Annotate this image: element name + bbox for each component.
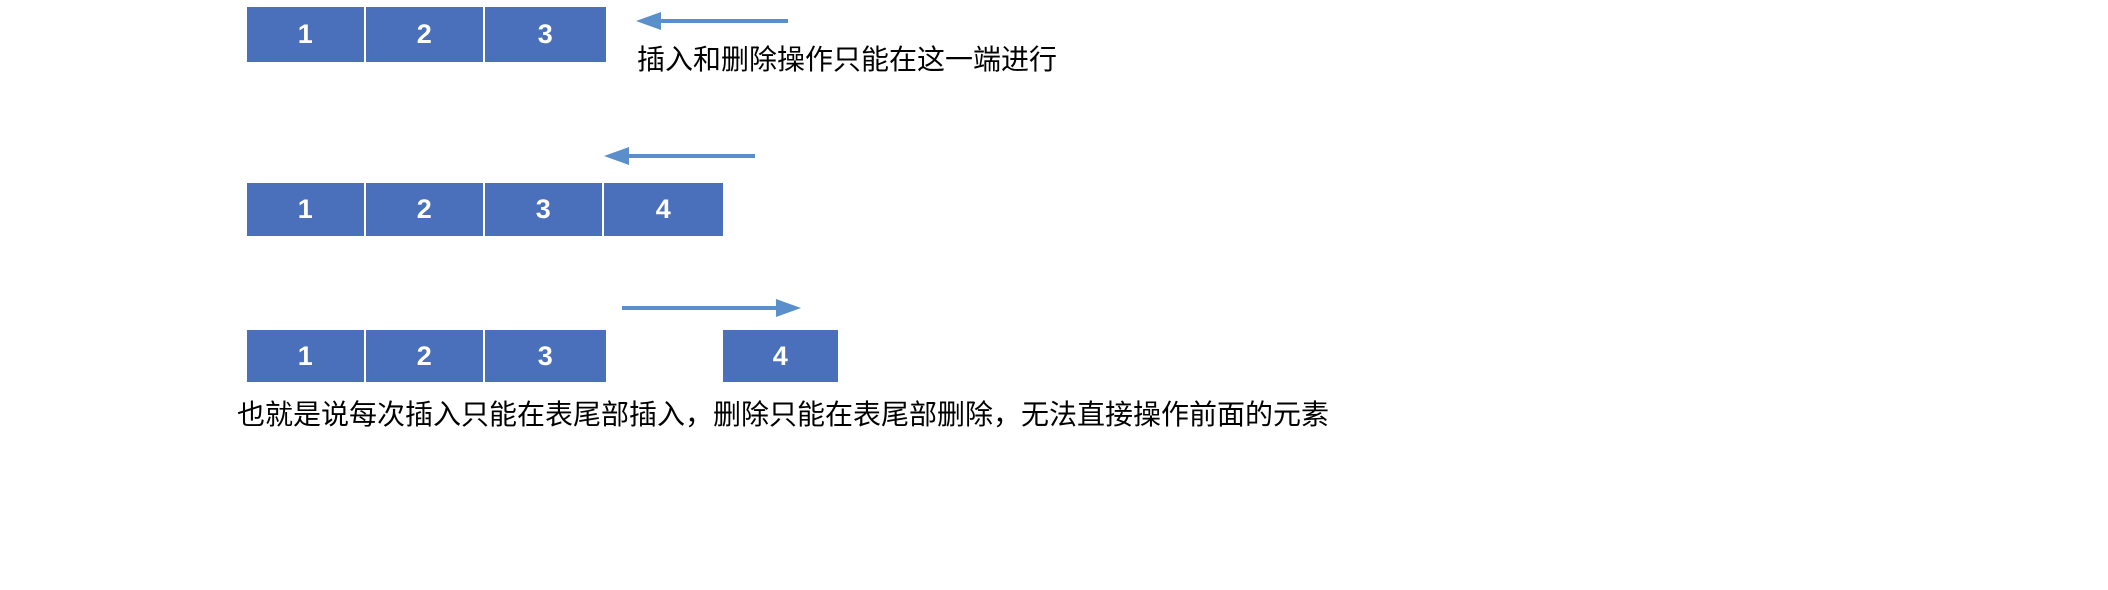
footer-caption: 也就是说每次插入只能在表尾部插入，删除只能在表尾部删除，无法直接操作前面的元素 [237, 398, 1330, 431]
row1-caption: 插入和删除操作只能在这一端进行 [637, 43, 1058, 76]
row3-cell-3: 3 [485, 330, 606, 382]
row2-cell-2: 2 [366, 183, 483, 236]
pop-arrow [621, 297, 803, 319]
push-arrow [602, 145, 757, 167]
row2-cell-1: 1 [247, 183, 364, 236]
row2-cell-4: 4 [604, 183, 723, 236]
row1-cell-2: 2 [366, 7, 483, 62]
row1-cell-1: 1 [247, 7, 364, 62]
top-end-arrow [634, 10, 790, 32]
row3-cell-1: 1 [247, 330, 364, 382]
row1-cell-3: 3 [485, 7, 606, 62]
row2-cell-3: 3 [485, 183, 602, 236]
row3-detached-cell-4: 4 [723, 330, 838, 382]
row3-cell-2: 2 [366, 330, 483, 382]
